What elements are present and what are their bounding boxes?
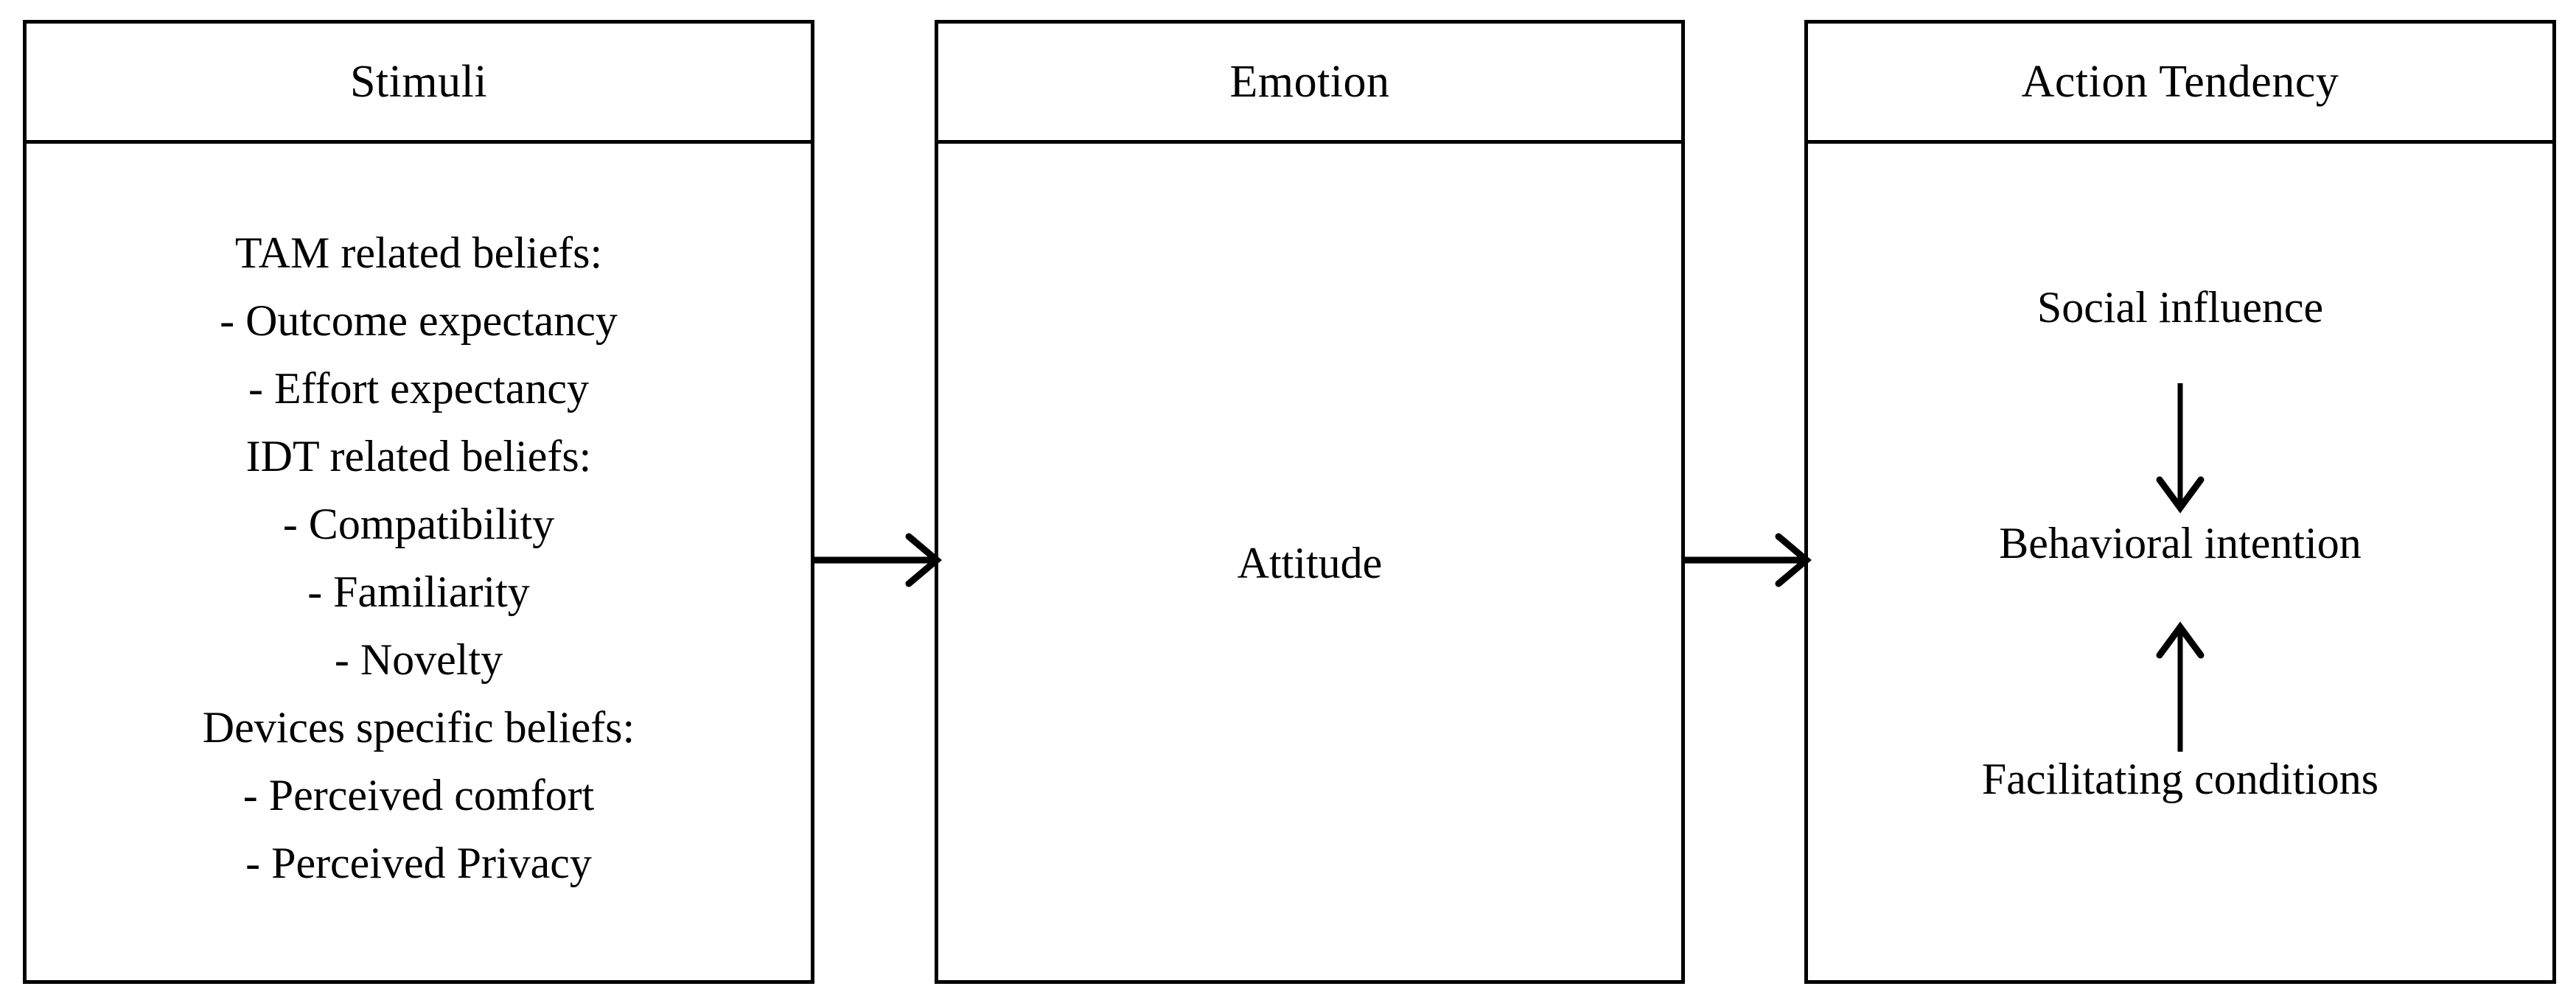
emotion-body: Attitude bbox=[938, 144, 1681, 980]
stimuli-line-novelty: - Novelty bbox=[334, 635, 503, 684]
stimuli-box: Stimuli TAM related beliefs: - Outcome e… bbox=[23, 20, 814, 984]
emotion-attitude-label: Attitude bbox=[1237, 539, 1383, 587]
emotion-header-title: Emotion bbox=[1229, 57, 1390, 107]
stimuli-line-devices-heading: Devices specific beliefs: bbox=[202, 703, 635, 752]
stimuli-line-outcome-expectancy: - Outcome expectancy bbox=[220, 296, 618, 345]
stimuli-line-idt-heading: IDT related beliefs: bbox=[245, 432, 592, 480]
stimuli-body: TAM related beliefs: - Outcome expectanc… bbox=[27, 144, 811, 980]
connector-stimuli-to-emotion bbox=[814, 527, 942, 593]
behavioral-intention-label: Behavioral intention bbox=[1999, 519, 2362, 567]
emotion-header: Emotion bbox=[938, 24, 1681, 144]
action-tendency-header-title: Action Tendency bbox=[2021, 57, 2339, 107]
stimuli-belief-list: TAM related beliefs: - Outcome expectanc… bbox=[27, 219, 811, 897]
stimuli-line-perceived-privacy: - Perceived Privacy bbox=[245, 839, 592, 887]
stimuli-line-tam-heading: TAM related beliefs: bbox=[234, 228, 603, 277]
stimuli-header: Stimuli bbox=[27, 24, 811, 144]
action-tendency-header: Action Tendency bbox=[1808, 24, 2552, 144]
emotion-box: Emotion Attitude bbox=[935, 20, 1685, 984]
facilitating-conditions-label: Facilitating conditions bbox=[1981, 755, 2379, 803]
stimuli-header-title: Stimuli bbox=[349, 57, 488, 107]
action-tendency-box: Action Tendency Social influence Behavio… bbox=[1804, 20, 2556, 984]
action-tendency-body: Social influence Behavioral intention Fa… bbox=[1808, 144, 2552, 980]
stimuli-line-compatibility: - Compatibility bbox=[282, 500, 555, 548]
social-influence-label: Social influence bbox=[2036, 283, 2324, 332]
arrow-down-icon bbox=[2147, 383, 2213, 514]
arrow-up-icon bbox=[2147, 621, 2213, 752]
stimuli-line-perceived-comfort: - Perceived comfort bbox=[242, 771, 595, 819]
stimuli-line-effort-expectancy: - Effort expectancy bbox=[248, 364, 589, 413]
connector-emotion-to-action-tendency bbox=[1685, 527, 1812, 593]
stimuli-line-familiarity: - Familiarity bbox=[307, 567, 530, 616]
